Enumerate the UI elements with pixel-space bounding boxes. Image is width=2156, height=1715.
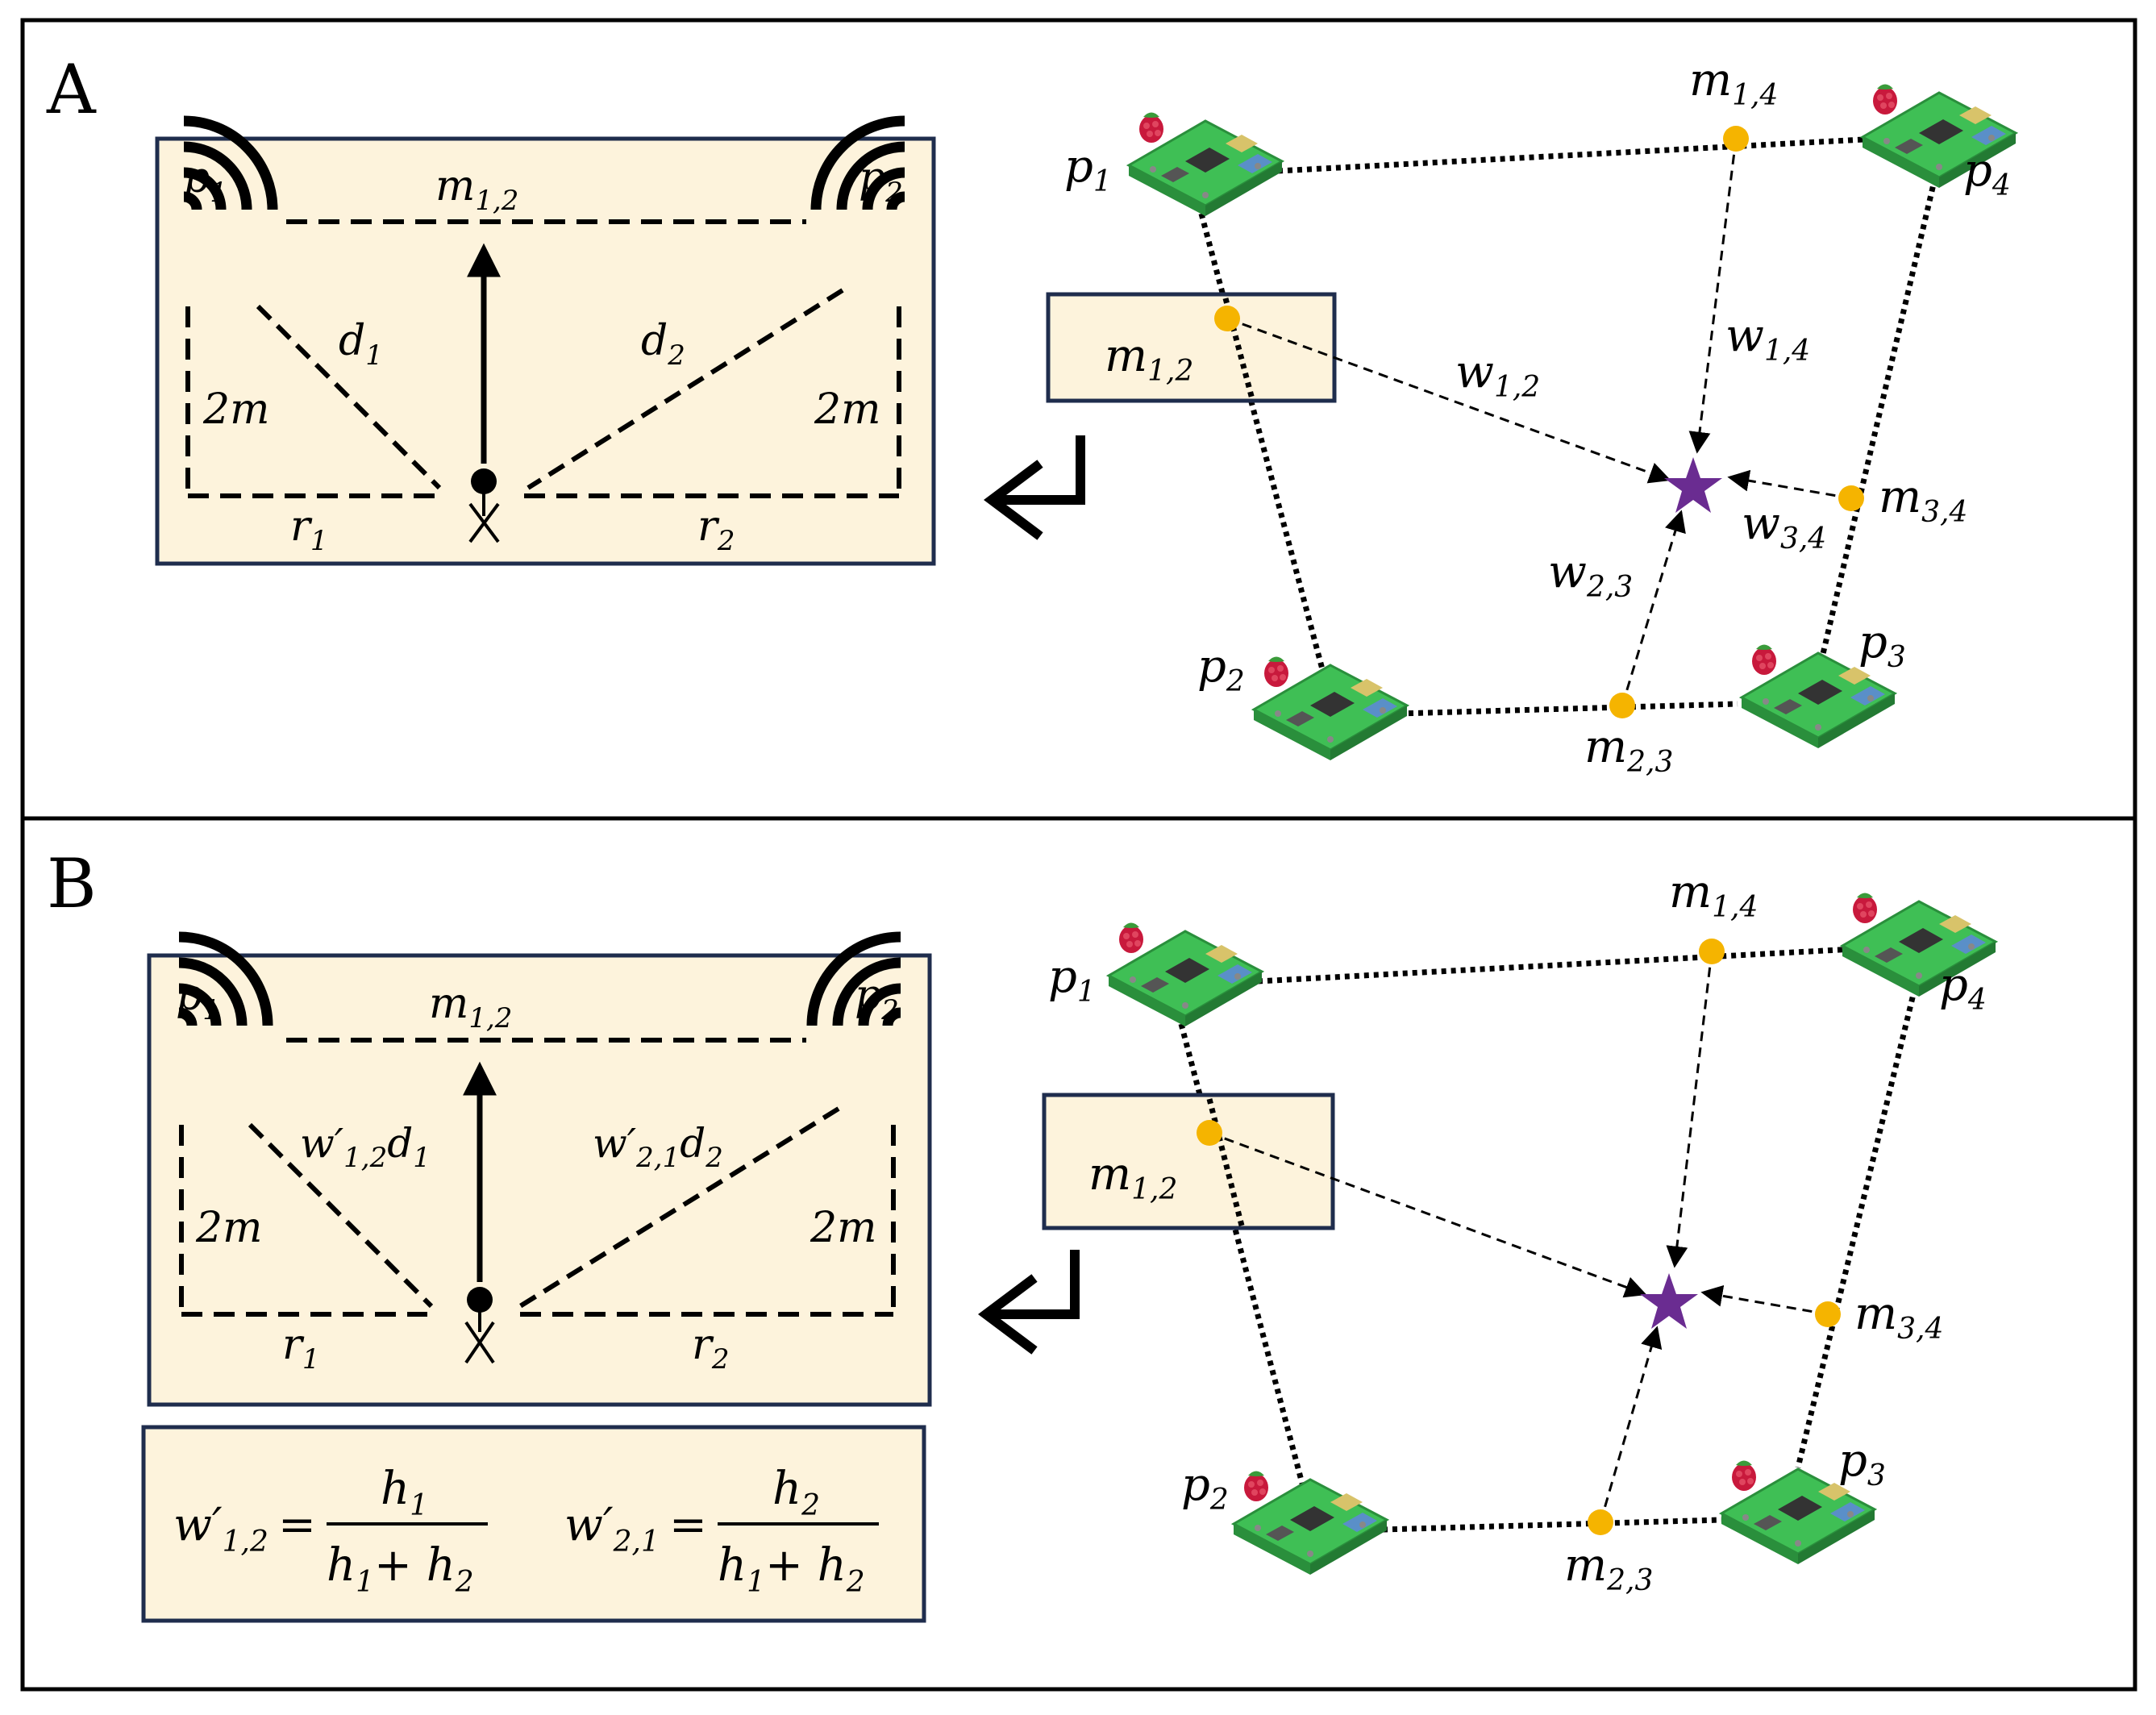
net-b-m23-label: m2,3: [1564, 1539, 1653, 1597]
net-b-m14-label: m1,4: [1669, 866, 1758, 924]
inset-b-r1-label: r1: [282, 1321, 320, 1376]
formula-den2: h1+ h2: [718, 1539, 865, 1599]
inset-d2-label: d2: [641, 317, 685, 372]
net-w14-label: w1,4: [1725, 310, 1810, 368]
formula-lhs2: w′2,1: [564, 1499, 660, 1559]
panel-b-inset: p1 p2 m1,2 w′1,2d1 w′2,1d2 2m 2m r1 r2: [147, 937, 932, 1407]
midpoint-m12: [1197, 1120, 1222, 1146]
net-b-p4-label: p4: [1939, 959, 1987, 1017]
midpoint-m23: [1588, 1509, 1613, 1535]
inset-r2-label: r2: [697, 502, 735, 557]
midpoint-m23: [1609, 693, 1635, 718]
return-arrow-icon: [978, 1250, 1080, 1355]
formula-eq1: =: [278, 1499, 316, 1551]
formula-num1: h1: [381, 1463, 428, 1522]
net-b-m34-label: m3,4: [1854, 1288, 1943, 1346]
net-p1-label: p1: [1064, 140, 1112, 198]
net-p2-label: p2: [1197, 640, 1245, 698]
panel-a-network: p1 p2 p3 p4 m1,2 m1,4 m2,3 m3,4 w1,2 w1,…: [1046, 54, 2017, 779]
person-icon: [464, 1287, 495, 1364]
net-m12-label: m1,2: [1105, 330, 1193, 388]
net-b-p1-label: p1: [1048, 951, 1096, 1009]
formula-den1: h1+ h2: [327, 1539, 474, 1599]
inset-b-w21d2-label: w′2,1d2: [593, 1120, 723, 1174]
inset-b-p2-label: p2: [855, 972, 899, 1026]
inset-b-r2-label: r2: [692, 1321, 730, 1376]
net-w12-label: w1,2: [1455, 346, 1540, 404]
panel-b-letter: B: [47, 844, 97, 923]
inset-b-m12-label: m1,2: [429, 980, 512, 1034]
net-m34-label: m3,4: [1879, 471, 1967, 529]
inset-height-right: 2m: [814, 385, 880, 434]
inset-b-p1-label: p1: [176, 972, 220, 1026]
weights-formula: w′1,2 = h1 h1+ h2 w′2,1 = h2 h1+ h2: [141, 1425, 926, 1623]
midpoint-m12: [1214, 306, 1240, 331]
panel-b-network: p1 p2 p3 p4 m1,2 m1,4 m2,3 m3,4: [1042, 866, 1997, 1597]
midpoint-m14: [1699, 939, 1725, 964]
midpoint-m14: [1723, 126, 1749, 152]
net-m23-label: m2,3: [1584, 721, 1673, 779]
net-p4-label: p4: [1963, 144, 2011, 202]
panel-a-letter: A: [46, 50, 97, 129]
formula-lhs1: w′1,2: [173, 1499, 268, 1559]
inset-p2-label: p2: [859, 154, 903, 209]
midpoint-m34: [1838, 485, 1864, 511]
return-arrow-icon: [984, 435, 1085, 540]
net-b-p2-label: p2: [1181, 1459, 1229, 1517]
formula-eq2: =: [669, 1499, 707, 1551]
formula-num2: h2: [772, 1463, 820, 1522]
inset-d1-label: d1: [339, 317, 383, 372]
net-b-m12-label: m1,2: [1088, 1148, 1177, 1206]
inset-r1-label: r1: [290, 502, 328, 557]
net-b-p3-label: p3: [1838, 1434, 1886, 1492]
inset-m12-label: m1,2: [435, 162, 518, 217]
inset-b-height-left: 2m: [195, 1204, 262, 1252]
inset-height-left: 2m: [202, 385, 269, 434]
net-w34-label: w3,4: [1742, 497, 1826, 556]
net-p3-label: p3: [1858, 616, 1906, 674]
net-w23-label: w2,3: [1548, 546, 1633, 604]
person-icon: [468, 468, 500, 543]
inset-b-w12d1-label: w′1,2d1: [300, 1120, 431, 1174]
panel-a-inset: p1 p2 m1,2 d1 d2 2m 2m r1 r2: [155, 121, 936, 566]
net-m14-label: m1,4: [1689, 54, 1778, 112]
inset-p1-label: p1: [183, 154, 227, 209]
inset-b-height-right: 2m: [810, 1204, 876, 1252]
midpoint-m34: [1815, 1301, 1841, 1327]
